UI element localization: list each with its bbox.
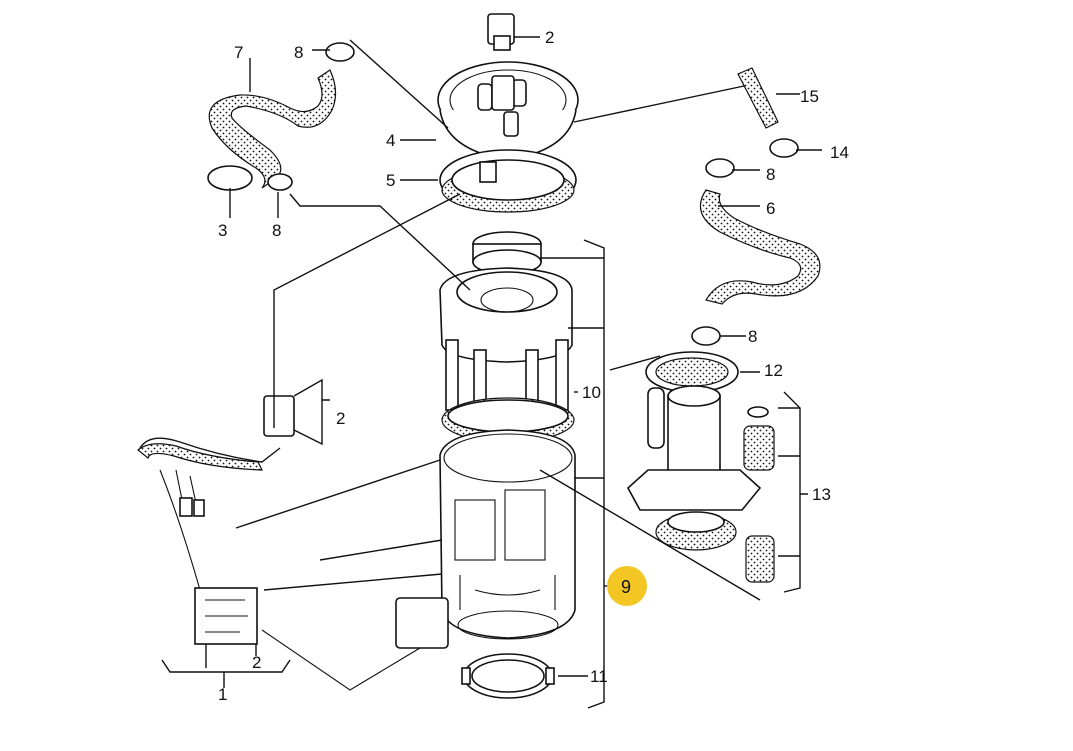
callout-5: 5 (386, 171, 395, 190)
callout-1: 1 (218, 685, 227, 704)
reservoir-pot (439, 429, 576, 640)
callout-10: 10 (582, 383, 601, 402)
callout-8-c: 8 (766, 165, 775, 184)
clips (207, 42, 799, 346)
callout-14: 14 (830, 143, 849, 162)
hose-7 (208, 69, 337, 189)
callout-4: 4 (386, 131, 395, 150)
reservoir-housing (439, 231, 575, 443)
hose-15 (737, 67, 779, 129)
fuel-pump (626, 351, 762, 551)
flange-cover (437, 61, 579, 161)
hose-6 (699, 189, 821, 305)
dampers (743, 406, 775, 583)
callout-13: 13 (812, 485, 831, 504)
wiring-harness (137, 395, 295, 591)
callout-15: 15 (800, 87, 819, 106)
level-sender (194, 587, 449, 691)
highlight-marker[interactable] (607, 566, 647, 606)
retaining-ring (461, 653, 555, 699)
callout-7: 7 (234, 43, 243, 62)
connector-top (487, 13, 540, 51)
callout-3: 3 (218, 221, 227, 240)
callout-2-top: 2 (545, 28, 554, 47)
callout-8-a: 8 (294, 43, 303, 62)
callout-12: 12 (764, 361, 783, 380)
callout-11: 11 (590, 667, 608, 686)
callout-6: 6 (766, 199, 775, 218)
seal-ring (439, 149, 577, 213)
callout-8-d: 8 (748, 327, 757, 346)
callout-2-bottom: 2 (252, 653, 261, 672)
callout-9[interactable]: 9 (621, 577, 631, 597)
callout-8-b: 8 (272, 221, 281, 240)
leader-lines (161, 39, 822, 709)
callout-2-left: 2 (336, 409, 345, 428)
